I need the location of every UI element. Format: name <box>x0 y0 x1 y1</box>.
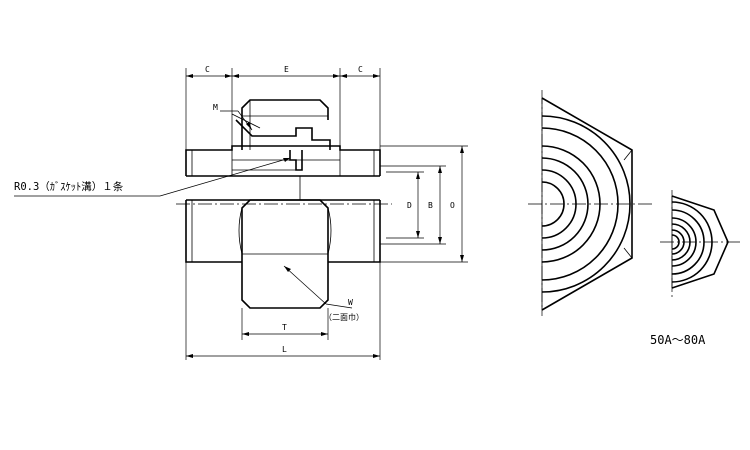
dim-d: D <box>407 201 412 210</box>
gasket-groove-note: R0.3（ｶﾞｽｹｯﾄ溝）１条 <box>14 180 124 193</box>
front-view <box>176 99 392 309</box>
dim-w-note: （二面巾） <box>324 312 364 322</box>
dim-o: O <box>450 201 455 210</box>
hex-nut-curve-left <box>238 207 243 255</box>
side-arc-3 <box>541 145 601 263</box>
nut-step-thin <box>231 113 261 129</box>
side-arc-2 <box>541 127 619 281</box>
side-view-large <box>528 90 652 316</box>
dim-w: W <box>348 298 353 307</box>
left-hub-upper <box>185 145 381 176</box>
dim-b: B <box>428 201 433 210</box>
dim-c-left: C <box>205 65 210 74</box>
dim-t: T <box>282 323 287 332</box>
side-arc-6 <box>541 181 565 227</box>
hex-nut-lower <box>241 199 329 309</box>
dim-l: L <box>282 345 287 354</box>
lower-body-outline <box>185 200 381 263</box>
top-nut-outline <box>241 99 329 150</box>
nut-step <box>235 119 331 150</box>
side-hex <box>541 97 633 311</box>
side-view-small <box>660 190 740 300</box>
dim-c-right: C <box>358 65 363 74</box>
side-arc-4 <box>541 157 589 251</box>
side-arc-1 <box>541 115 631 293</box>
side-arc-5 <box>541 169 577 239</box>
hex-nut-curve-right <box>327 207 332 255</box>
size-range-caption: 50A～80A <box>650 333 706 347</box>
dim-m: M <box>213 103 218 112</box>
dim-e: E <box>284 65 289 74</box>
dimensions: C E C M D B O W （二面巾） <box>14 65 468 360</box>
small-hex <box>671 195 729 289</box>
